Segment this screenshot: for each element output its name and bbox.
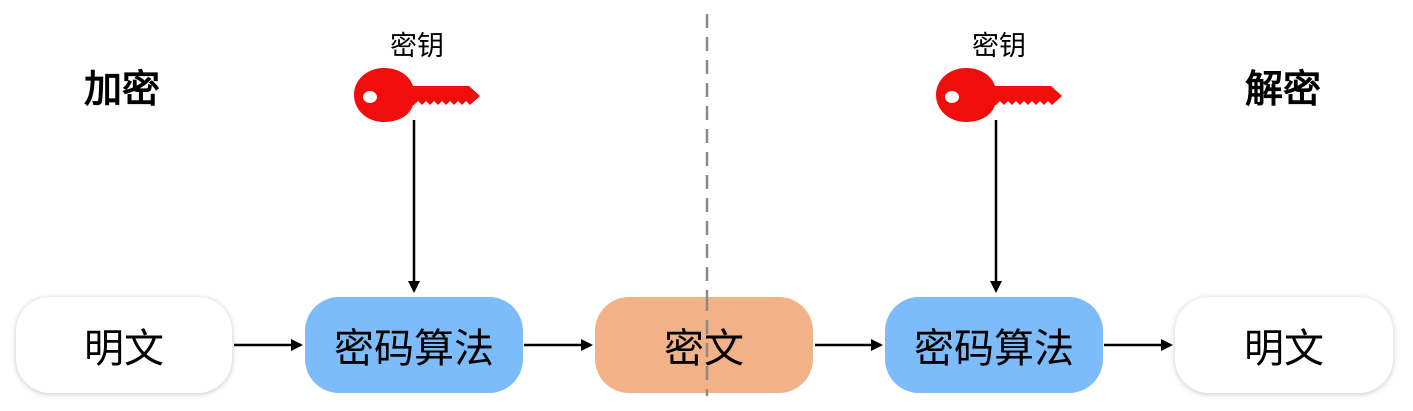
encrypt-key-icon (354, 68, 480, 122)
encrypt-key-label: 密钥 (390, 31, 444, 62)
encrypt-algorithm-node: 密码算法 (305, 297, 523, 393)
encrypt-section-title: 加密 (84, 67, 161, 111)
ciphertext-node: 密文 (595, 297, 813, 393)
decrypt-key-icon (936, 68, 1062, 122)
decrypt-algorithm-label: 密码算法 (914, 326, 1074, 372)
plaintext-output-label: 明文 (1244, 326, 1324, 372)
decrypt-key-label: 密钥 (972, 31, 1026, 62)
decrypt-algorithm-node: 密码算法 (885, 297, 1103, 393)
plaintext-output-node: 明文 (1175, 297, 1393, 393)
decrypt-section-title: 解密 (1245, 67, 1322, 111)
ciphertext-label: 密文 (664, 326, 744, 372)
encrypt-algorithm-label: 密码算法 (334, 326, 494, 372)
plaintext-input-node: 明文 (16, 297, 232, 393)
plaintext-input-label: 明文 (84, 326, 164, 372)
